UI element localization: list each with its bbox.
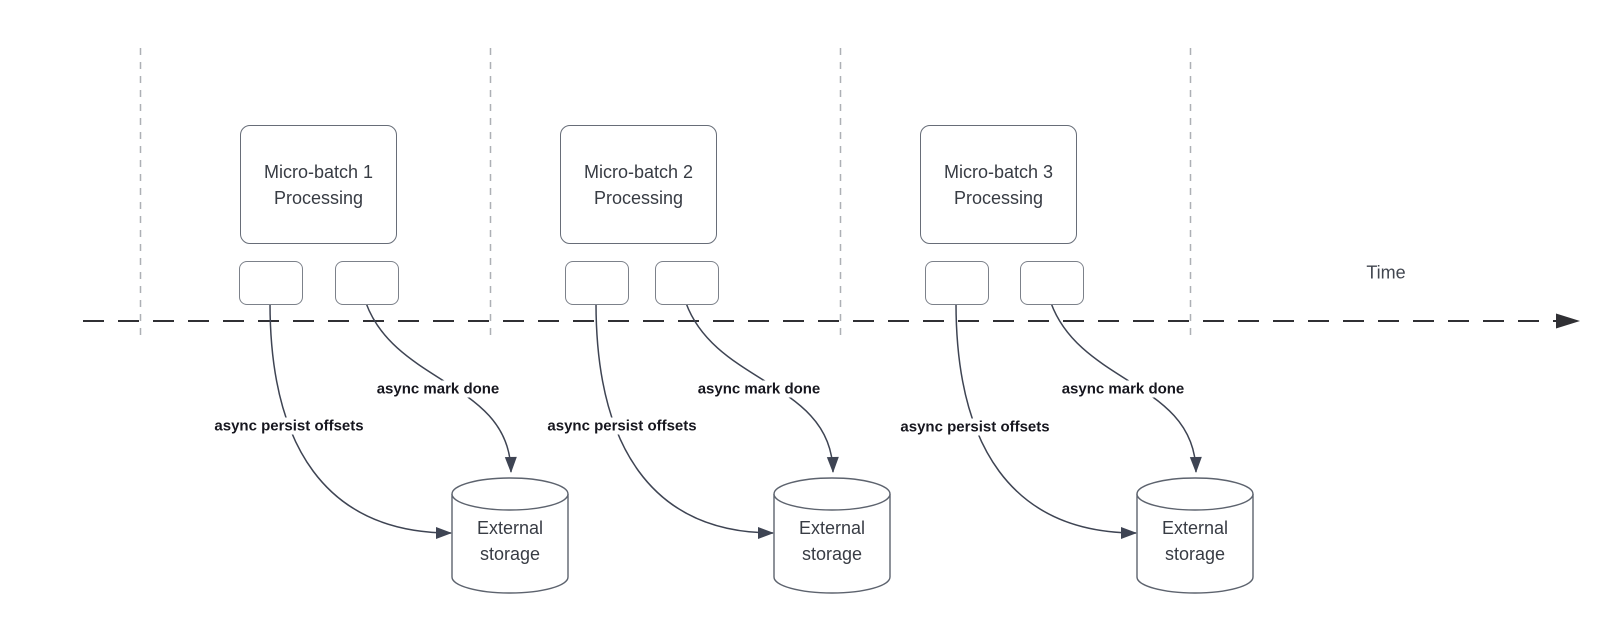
persist-offsets-arrow-curve	[269, 302, 452, 539]
micro-batch-3-box: Micro-batch 3 Processing	[920, 125, 1077, 244]
persist-offsets-arrow-curve	[595, 302, 774, 539]
mark-done-label: async mark done	[1059, 380, 1187, 398]
batch-title-line: Processing	[953, 187, 1044, 208]
mark-done-task-box	[655, 261, 719, 305]
micro-batch-1-box: Micro-batch 1 Processing	[240, 125, 397, 244]
external-storage-label: External storage	[798, 518, 866, 564]
mark-done-task-box	[1020, 261, 1084, 305]
time-axis-arrowhead-icon	[1556, 313, 1580, 329]
batch-title-line: Processing	[273, 187, 364, 208]
batch-title-line: Micro-batch 3	[943, 161, 1054, 182]
mark-done-task-box	[335, 261, 399, 305]
mark-done-label: async mark done	[374, 380, 502, 398]
batch-title-line: Micro-batch 1	[263, 161, 374, 182]
storage-cylinder	[1136, 477, 1254, 594]
persist-offsets-label: async persist offsets	[898, 418, 1052, 436]
batch-title-line: Micro-batch 2	[583, 161, 694, 182]
persist-offsets-arrow-curve	[955, 302, 1137, 539]
persist-task-box	[565, 261, 629, 305]
time-axis-label: Time	[1366, 262, 1406, 283]
external-storage-label: External storage	[1161, 518, 1229, 564]
storage-cylinder	[451, 477, 569, 594]
mark-done-label: async mark done	[695, 380, 823, 398]
persist-task-box	[925, 261, 989, 305]
micro-batch-2-box: Micro-batch 2 Processing	[560, 125, 717, 244]
persist-offsets-label: async persist offsets	[212, 417, 366, 435]
batch-title-line: Processing	[593, 187, 684, 208]
persist-task-box	[239, 261, 303, 305]
external-storage-label: External storage	[476, 518, 544, 564]
storage-cylinder	[773, 477, 891, 594]
persist-offsets-label: async persist offsets	[545, 417, 699, 435]
